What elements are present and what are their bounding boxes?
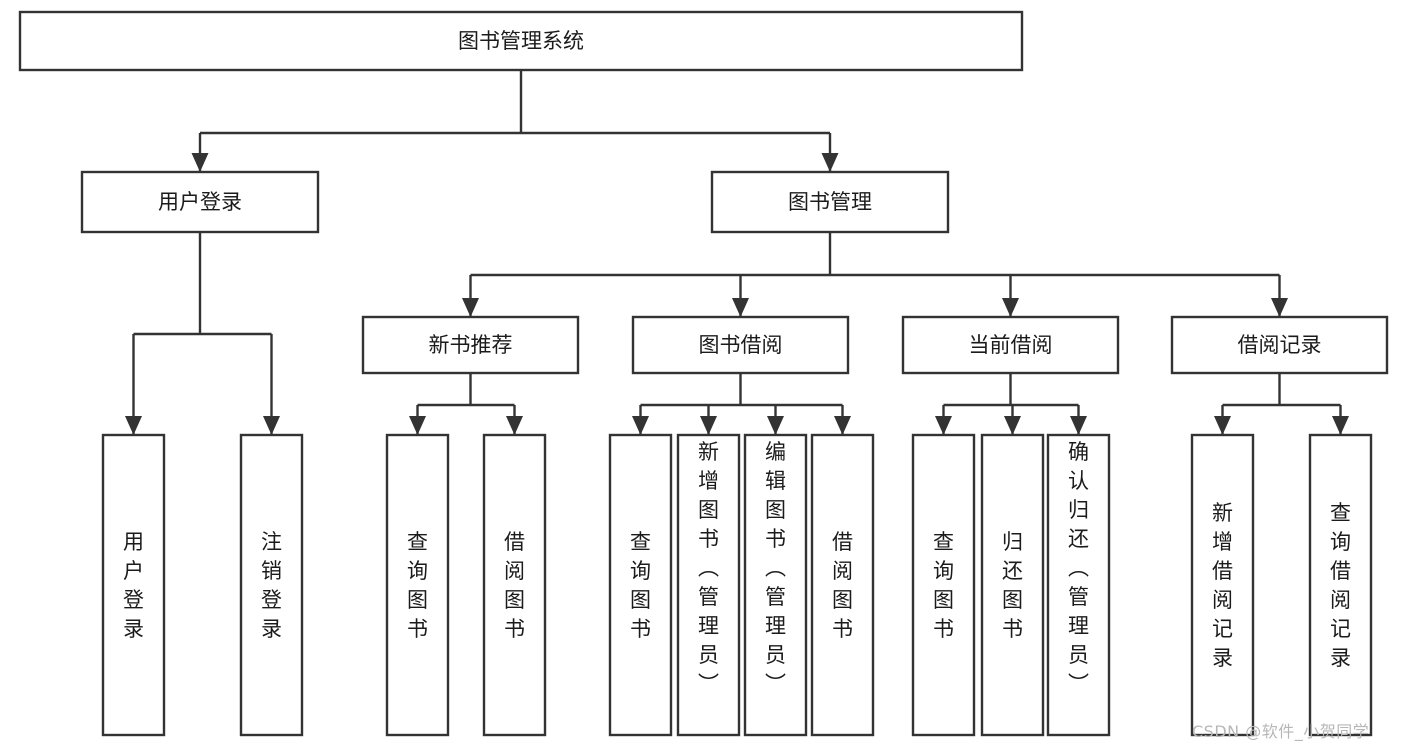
node-box-l3_c3[interactable] bbox=[743, 433, 808, 737]
arrow-head-icon bbox=[409, 416, 426, 435]
node-l3_a2[interactable]: 注销登录 bbox=[239, 433, 304, 737]
node-box-l3_a1[interactable] bbox=[101, 433, 166, 737]
arrow-head-icon bbox=[263, 416, 280, 435]
node-label-l1_user: 用户登录 bbox=[158, 190, 242, 214]
arrow-head-icon bbox=[1214, 416, 1231, 435]
arrow-head-icon bbox=[935, 416, 952, 435]
node-label-l3_b1: 查询图书 bbox=[407, 530, 428, 641]
node-l3_e2[interactable]: 查询借阅记录 bbox=[1308, 433, 1373, 737]
arrow-head-icon bbox=[191, 153, 209, 172]
arrow-head-icon bbox=[1332, 416, 1349, 435]
node-l1_book[interactable]: 图书管理 bbox=[710, 170, 950, 234]
node-l3_c2[interactable]: 新增图书︵管理员︶ bbox=[676, 433, 741, 737]
arrow-head-icon bbox=[506, 416, 523, 435]
node-root[interactable]: 图书管理系统 bbox=[18, 10, 1024, 72]
node-l3_c1[interactable]: 查询图书 bbox=[608, 433, 673, 737]
connector-layer bbox=[125, 70, 1349, 435]
arrow-head-icon bbox=[1002, 298, 1019, 317]
node-l3_b1[interactable]: 查询图书 bbox=[385, 433, 450, 737]
node-box-l3_c4[interactable] bbox=[810, 433, 875, 737]
node-box-l3_b2[interactable] bbox=[482, 433, 547, 737]
node-box-l3_e1[interactable] bbox=[1190, 433, 1255, 737]
node-box-l3_c1[interactable] bbox=[608, 433, 673, 737]
node-box-root[interactable] bbox=[18, 10, 1024, 72]
node-label-l3_d2: 归还图书 bbox=[1002, 530, 1023, 641]
arrow-head-icon bbox=[700, 416, 717, 435]
arrow-head-icon bbox=[1271, 298, 1288, 317]
node-box-l3_d1[interactable] bbox=[911, 433, 976, 737]
node-l2_record[interactable]: 借阅记录 bbox=[1170, 315, 1389, 375]
arrow-head-icon bbox=[767, 416, 784, 435]
node-box-l3_e2[interactable] bbox=[1308, 433, 1373, 737]
node-l3_d3[interactable]: 确认归还︵管理员︶ bbox=[1046, 433, 1111, 737]
node-l3_c3[interactable]: 编辑图书︵管理员︶ bbox=[743, 433, 808, 737]
node-label-root: 图书管理系统 bbox=[458, 29, 584, 53]
node-box-l3_b1[interactable] bbox=[385, 433, 450, 737]
node-label-l2_borrow: 图书借阅 bbox=[699, 333, 783, 357]
node-label-l2_current: 当前借阅 bbox=[969, 333, 1053, 357]
node-label-l3_c1: 查询图书 bbox=[630, 530, 651, 641]
node-box-l1_book[interactable] bbox=[710, 170, 950, 234]
node-l2_current[interactable]: 当前借阅 bbox=[901, 315, 1120, 375]
arrow-head-icon bbox=[125, 416, 142, 435]
arrow-head-icon bbox=[834, 416, 851, 435]
node-box-l2_record[interactable] bbox=[1170, 315, 1389, 375]
node-l3_e1[interactable]: 新增借阅记录 bbox=[1190, 433, 1255, 737]
node-l2_new[interactable]: 新书推荐 bbox=[361, 315, 580, 375]
node-label-l2_new: 新书推荐 bbox=[429, 333, 513, 357]
node-box-l2_current[interactable] bbox=[901, 315, 1120, 375]
node-label-l3_a2: 注销登录 bbox=[261, 530, 282, 641]
arrow-head-icon bbox=[1004, 416, 1021, 435]
node-l3_b2[interactable]: 借阅图书 bbox=[482, 433, 547, 737]
node-box-l3_d2[interactable] bbox=[980, 433, 1045, 737]
node-label-l3_e1: 新增借阅记录 bbox=[1212, 501, 1233, 670]
node-label-l3_c4: 借阅图书 bbox=[832, 530, 853, 641]
node-l2_borrow[interactable]: 图书借阅 bbox=[631, 315, 850, 375]
node-l1_user[interactable]: 用户登录 bbox=[80, 170, 320, 234]
node-label-l3_c2: 新增图书︵管理员︶ bbox=[698, 440, 719, 696]
node-label-l3_d3: 确认归还︵管理员︶ bbox=[1068, 440, 1089, 696]
node-box-l2_borrow[interactable] bbox=[631, 315, 850, 375]
node-label-l1_book: 图书管理 bbox=[788, 190, 872, 214]
arrow-head-icon bbox=[632, 416, 649, 435]
node-layer: 图书管理系统用户登录图书管理新书推荐图书借阅当前借阅借阅记录用户登录注销登录查询… bbox=[18, 10, 1389, 737]
node-box-l3_c2[interactable] bbox=[676, 433, 741, 737]
node-box-l1_user[interactable] bbox=[80, 170, 320, 234]
node-label-l2_record: 借阅记录 bbox=[1238, 333, 1322, 357]
node-label-l3_c3: 编辑图书︵管理员︶ bbox=[765, 440, 786, 696]
arrow-head-icon bbox=[732, 298, 749, 317]
csdn-watermark: CSDN @软件_小贺同学 bbox=[1192, 722, 1370, 741]
node-box-l3_d3[interactable] bbox=[1046, 433, 1111, 737]
node-box-l2_new[interactable] bbox=[361, 315, 580, 375]
arrow-head-icon bbox=[1070, 416, 1087, 435]
arrow-head-icon bbox=[821, 153, 839, 172]
node-label-l3_b2: 借阅图书 bbox=[504, 530, 525, 641]
node-l3_a1[interactable]: 用户登录 bbox=[101, 433, 166, 737]
arrow-head-icon bbox=[462, 298, 479, 317]
node-box-l3_a2[interactable] bbox=[239, 433, 304, 737]
node-l3_c4[interactable]: 借阅图书 bbox=[810, 433, 875, 737]
node-l3_d1[interactable]: 查询图书 bbox=[911, 433, 976, 737]
node-l3_d2[interactable]: 归还图书 bbox=[980, 433, 1045, 737]
node-label-l3_e2: 查询借阅记录 bbox=[1330, 501, 1351, 670]
node-label-l3_d1: 查询图书 bbox=[933, 530, 954, 641]
node-label-l3_a1: 用户登录 bbox=[123, 530, 144, 641]
